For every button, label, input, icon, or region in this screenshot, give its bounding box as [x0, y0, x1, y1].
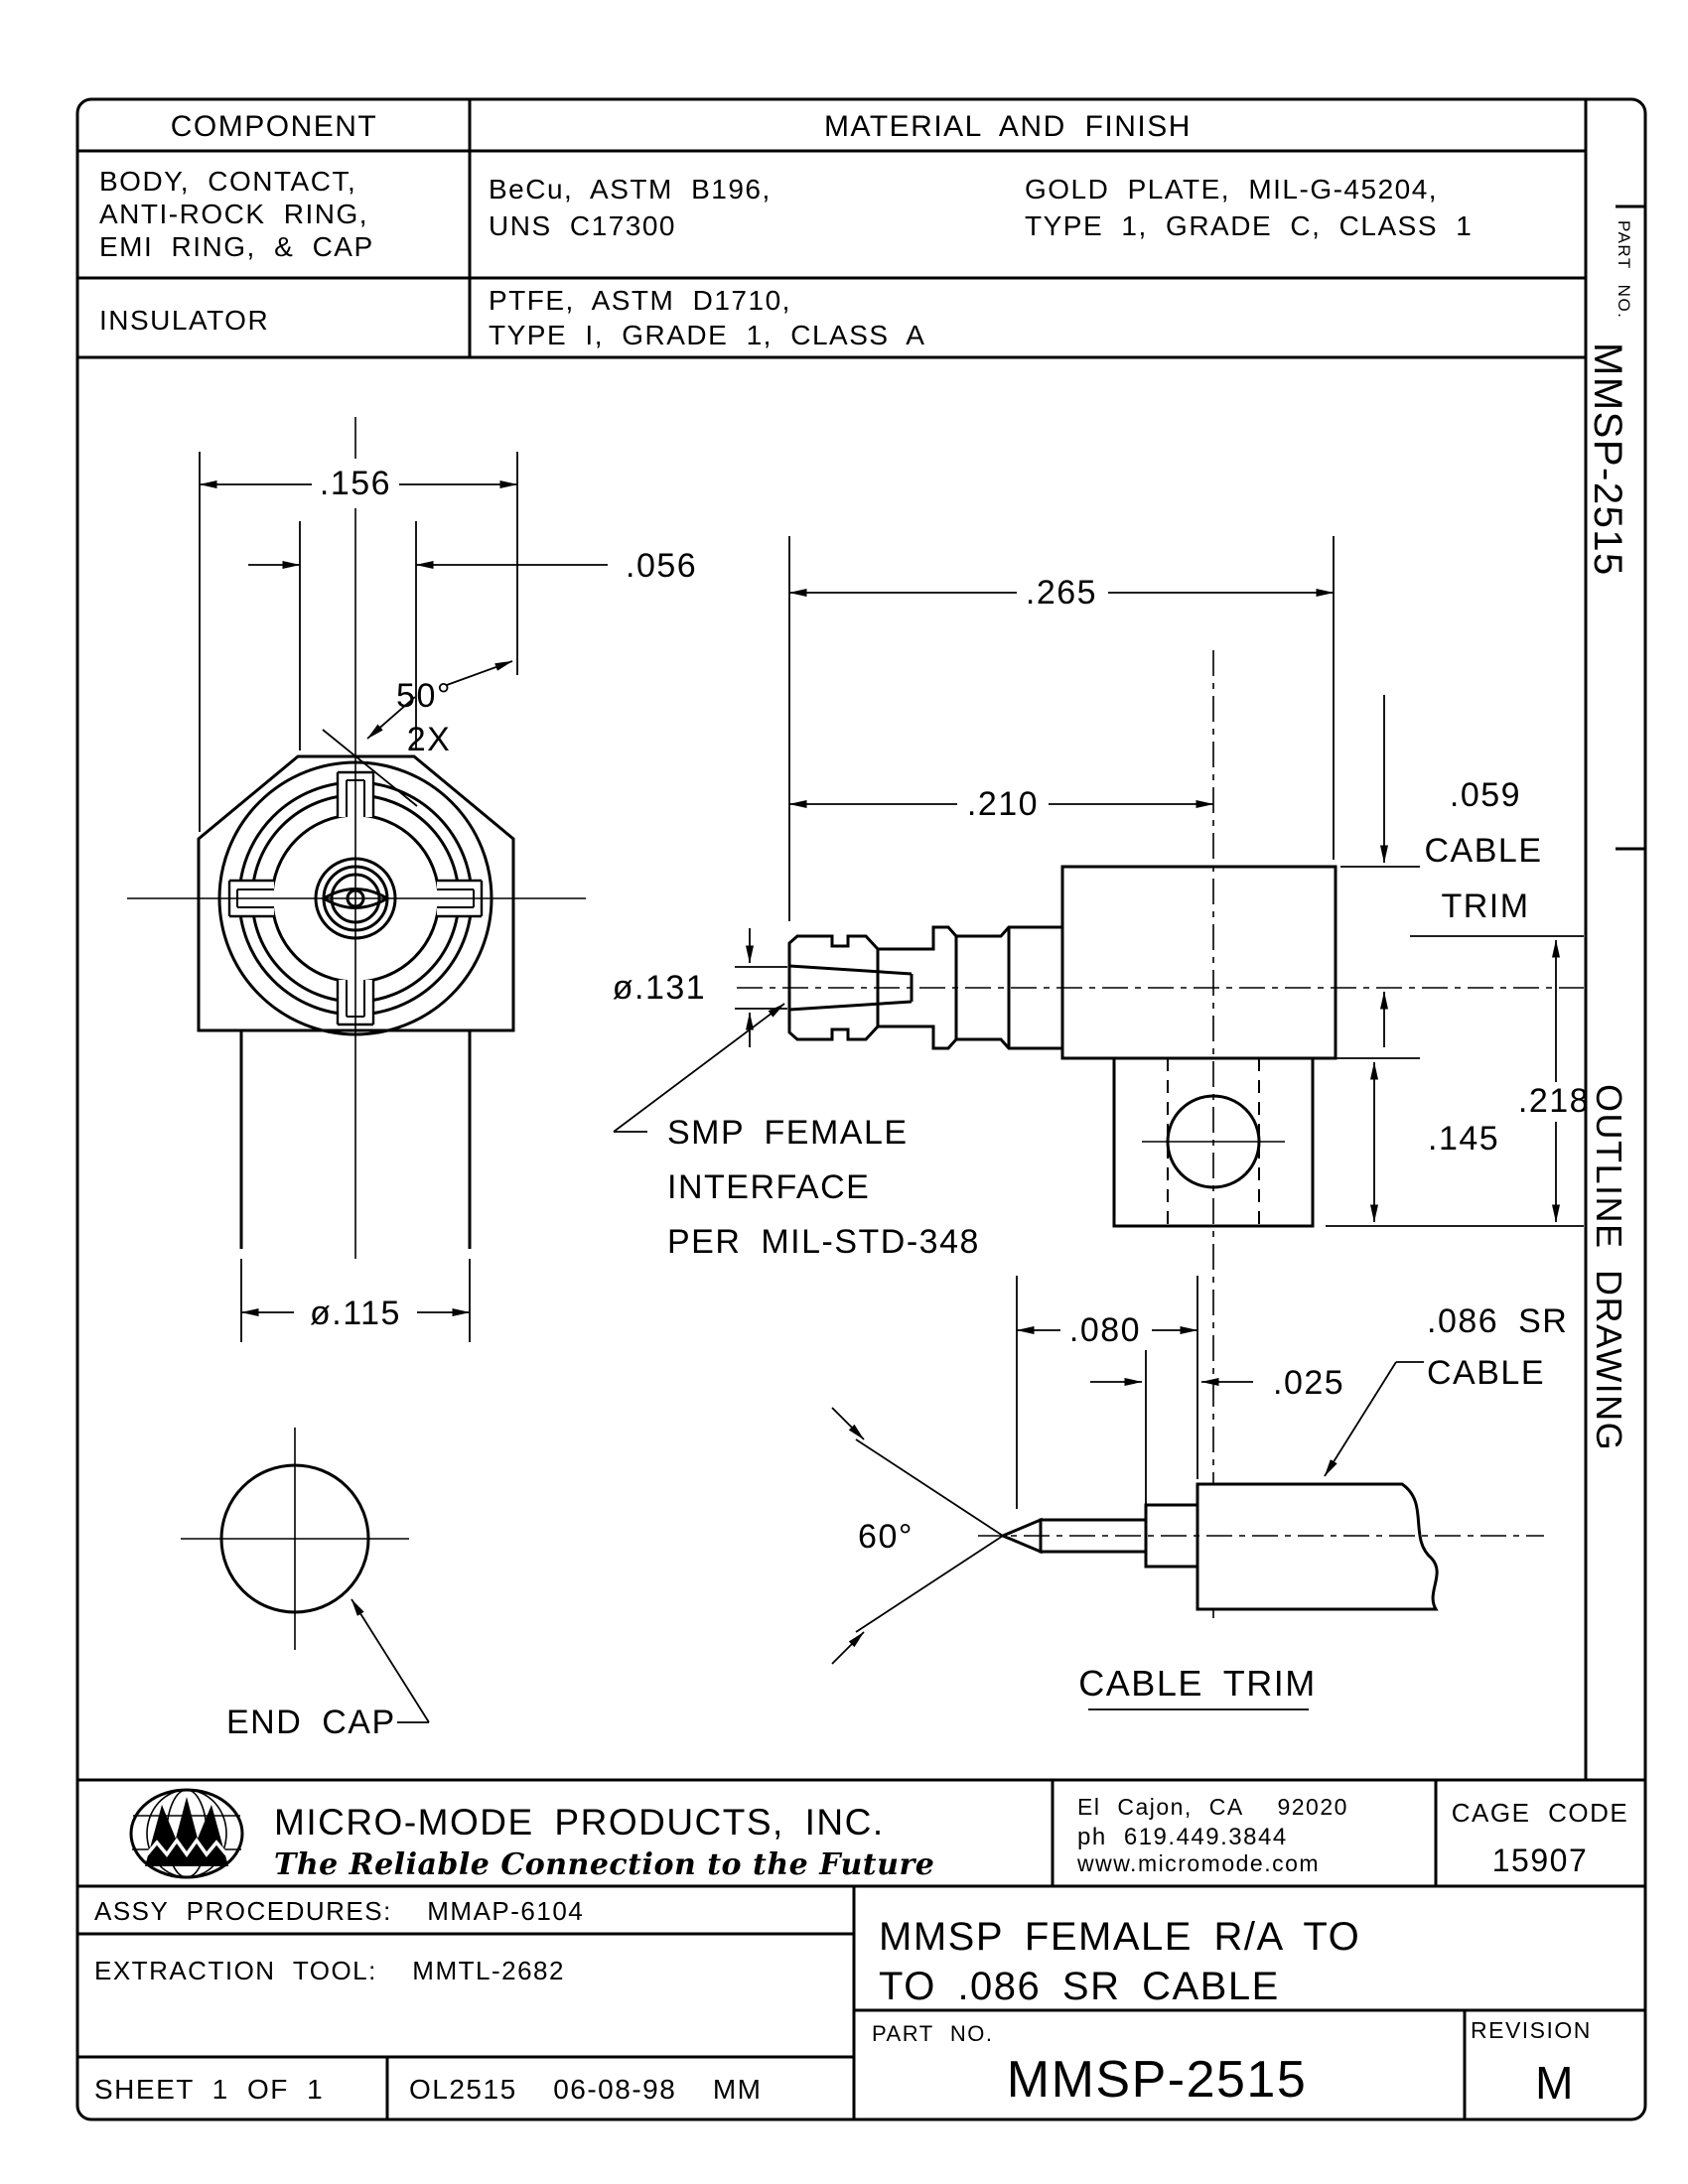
- table-header-component: COMPONENT: [171, 110, 378, 143]
- table-row1-component-l2: ANTI-ROCK RING,: [99, 199, 368, 229]
- part-no-value: MMSP-2515: [1007, 2051, 1308, 2109]
- company-address: El Cajon, CA 92020: [1077, 1794, 1348, 1820]
- dim-210: .210: [967, 785, 1039, 823]
- part-no-label: PART NO.: [872, 2021, 993, 2046]
- end-cap-view: END CAP: [181, 1428, 430, 1741]
- sheet-border: [75, 97, 1647, 2121]
- company-phone: ph 619.449.3844: [1077, 1824, 1288, 1850]
- end-cap-label: END CAP: [226, 1704, 396, 1741]
- interface-note-l2: INTERFACE: [667, 1168, 870, 1206]
- margin-strip: PART NO. MMSP-2515 OUTLINE DRAWING: [1586, 220, 1633, 1451]
- interface-note-l1: SMP FEMALE: [667, 1114, 909, 1152]
- front-view-dimensions: .156 .056 50° 2X ø.115: [199, 452, 697, 1342]
- dim-059-l3: TRIM: [1441, 887, 1529, 925]
- company-name: MICRO-MODE PRODUCTS, INC.: [274, 1802, 885, 1843]
- table-row1-component-l1: BODY, CONTACT,: [99, 166, 356, 197]
- materials-table: COMPONENT MATERIAL AND FINISH BODY, CONT…: [77, 99, 1586, 359]
- cable-note-l2: CABLE: [1427, 1354, 1545, 1392]
- drawing-title-l2: TO .086 SR CABLE: [879, 1965, 1280, 2008]
- table-row1-material-l1: BeCu, ASTM B196,: [489, 174, 772, 205]
- table-row2-component: INSULATOR: [99, 305, 269, 336]
- dim-080: .080: [1069, 1311, 1141, 1349]
- dim-slot-dia: ø.131: [613, 969, 706, 1007]
- dim-059: .059: [1450, 776, 1521, 814]
- title-block: MICRO-MODE PRODUCTS, INC. The Reliable C…: [77, 1778, 1645, 2119]
- dim-059-l2: CABLE: [1425, 832, 1543, 870]
- side-view-dimensions: .265 .210 .059 CABLE TRIM ø.131 .218 .14…: [613, 536, 1590, 1261]
- table-row1-finish-l1: GOLD PLATE, MIL-G-45204,: [1025, 174, 1438, 205]
- dim-156: .156: [320, 465, 391, 502]
- dim-neck-dia: ø.115: [310, 1295, 401, 1332]
- table-row1-component-l3: EMI RING, & CAP: [99, 231, 374, 262]
- sheet-number: SHEET 1 OF 1: [94, 2074, 324, 2105]
- company-tagline: The Reliable Connection to the Future: [274, 1847, 934, 1882]
- dim-50deg: 50°: [396, 677, 452, 715]
- cable-trim-detail: 60° .080 .025 .086 SR CABLE CABLE TRIM: [831, 1276, 1568, 1710]
- extraction-tool: EXTRACTION TOOL: MMTL-2682: [94, 1956, 565, 1985]
- interface-note-l3: PER MIL-STD-348: [667, 1223, 980, 1261]
- dim-60deg: 60°: [858, 1518, 914, 1556]
- dim-056: .056: [626, 547, 697, 585]
- table-row2-material-l2: TYPE I, GRADE 1, CLASS A: [489, 320, 925, 350]
- dim-145: .145: [1428, 1120, 1499, 1158]
- table-row1-finish-l2: TYPE 1, GRADE C, CLASS 1: [1025, 210, 1473, 241]
- dim-218: .218: [1518, 1082, 1590, 1120]
- drawing-title-l1: MMSP FEMALE R/A TO: [879, 1915, 1360, 1959]
- cable-note-l1: .086 SR: [1427, 1302, 1568, 1340]
- revision-value: M: [1535, 2057, 1575, 2109]
- assy-procedures: ASSY PROCEDURES: MMAP-6104: [94, 1896, 584, 1926]
- margin-doc-type: OUTLINE DRAWING: [1589, 1084, 1629, 1451]
- cage-code-label: CAGE CODE: [1452, 1798, 1629, 1828]
- doc-reference: OL2515 06-08-98 MM: [409, 2074, 763, 2105]
- company-website: www.micromode.com: [1076, 1850, 1320, 1876]
- dim-265: .265: [1026, 574, 1097, 612]
- table-header-material: MATERIAL AND FINISH: [824, 110, 1192, 143]
- dim-025: .025: [1273, 1364, 1344, 1402]
- detail-caption: CABLE TRIM: [1078, 1663, 1316, 1704]
- margin-part-no-label: PART NO.: [1615, 220, 1633, 319]
- cage-code-value: 15907: [1492, 1843, 1588, 1878]
- side-view: [737, 650, 1584, 1618]
- margin-part-no: MMSP-2515: [1586, 342, 1629, 577]
- table-row1-material-l2: UNS C17300: [489, 210, 676, 241]
- company-logo-icon: [129, 1788, 244, 1879]
- table-row2-material-l1: PTFE, ASTM D1710,: [489, 285, 791, 316]
- front-view: [127, 417, 586, 1259]
- dim-50deg-qty: 2X: [407, 721, 452, 758]
- revision-label: REVISION: [1471, 2017, 1592, 2043]
